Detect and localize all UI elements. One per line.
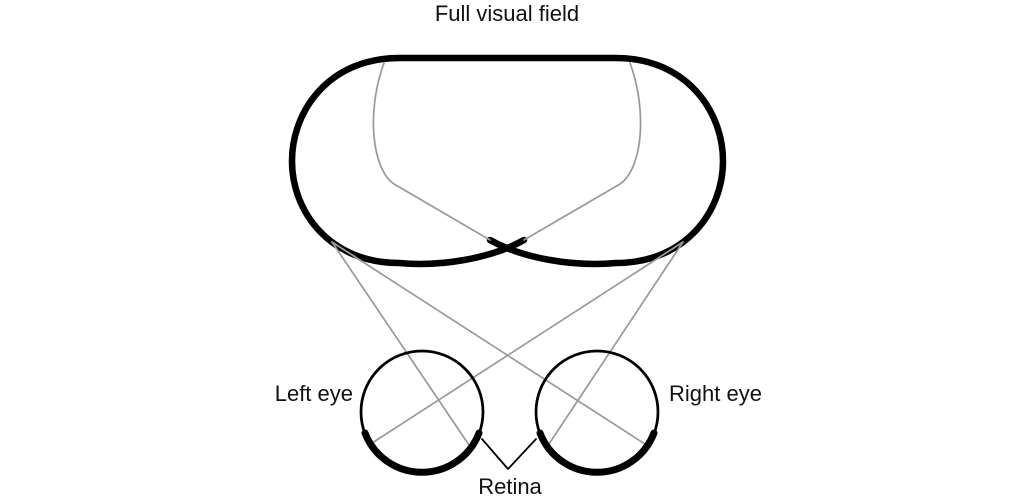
right-eye-label: Right eye: [669, 381, 762, 406]
eyes: [359, 349, 660, 476]
light-rays: [331, 241, 684, 449]
visual-field-shape: [288, 54, 727, 268]
right-retina-arc: [536, 429, 658, 476]
full-visual-field-outline: [288, 54, 727, 268]
ray-left-edge-to-right-eye: [331, 241, 649, 447]
binocular-overlap-boundary-right: [523, 62, 642, 241]
ray-right-edge-to-left-eye: [368, 241, 684, 446]
ray-right-edge-to-right-eye: [546, 241, 684, 448]
left-eye-label: Left eye: [275, 381, 353, 406]
left-retina-arc: [361, 429, 483, 476]
diagram-title: Full visual field: [435, 1, 579, 26]
retina-label: Retina: [478, 474, 542, 499]
binocular-overlap-boundary-left: [372, 62, 491, 241]
retina-pointer: [481, 438, 537, 470]
ray-left-edge-to-left-eye: [331, 241, 472, 449]
